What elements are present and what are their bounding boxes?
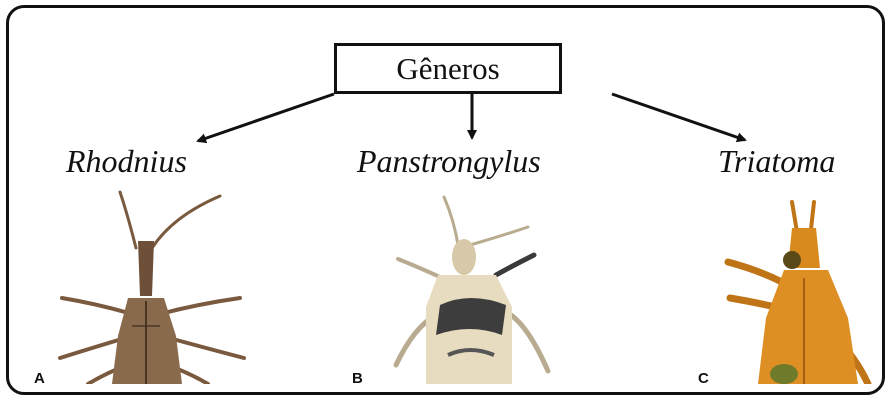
genus-label-rhodnius: Rhodnius bbox=[66, 143, 187, 180]
panel-label-a: A bbox=[34, 370, 45, 387]
genus-label-triatoma: Triatoma bbox=[718, 143, 835, 180]
panel-label-b: B bbox=[352, 370, 363, 387]
triatoma-photo bbox=[718, 198, 878, 384]
arrow-to-triatoma bbox=[612, 94, 745, 140]
arrow-to-rhodnius bbox=[198, 94, 334, 141]
panstrongylus-photo bbox=[378, 195, 582, 384]
genus-label-panstrongylus: Panstrongylus bbox=[357, 143, 541, 180]
panel-label-c: C bbox=[698, 370, 709, 387]
root-node-label: Gêneros bbox=[396, 51, 499, 87]
root-node-box: Gêneros bbox=[334, 43, 562, 94]
rhodnius-photo bbox=[48, 186, 266, 384]
